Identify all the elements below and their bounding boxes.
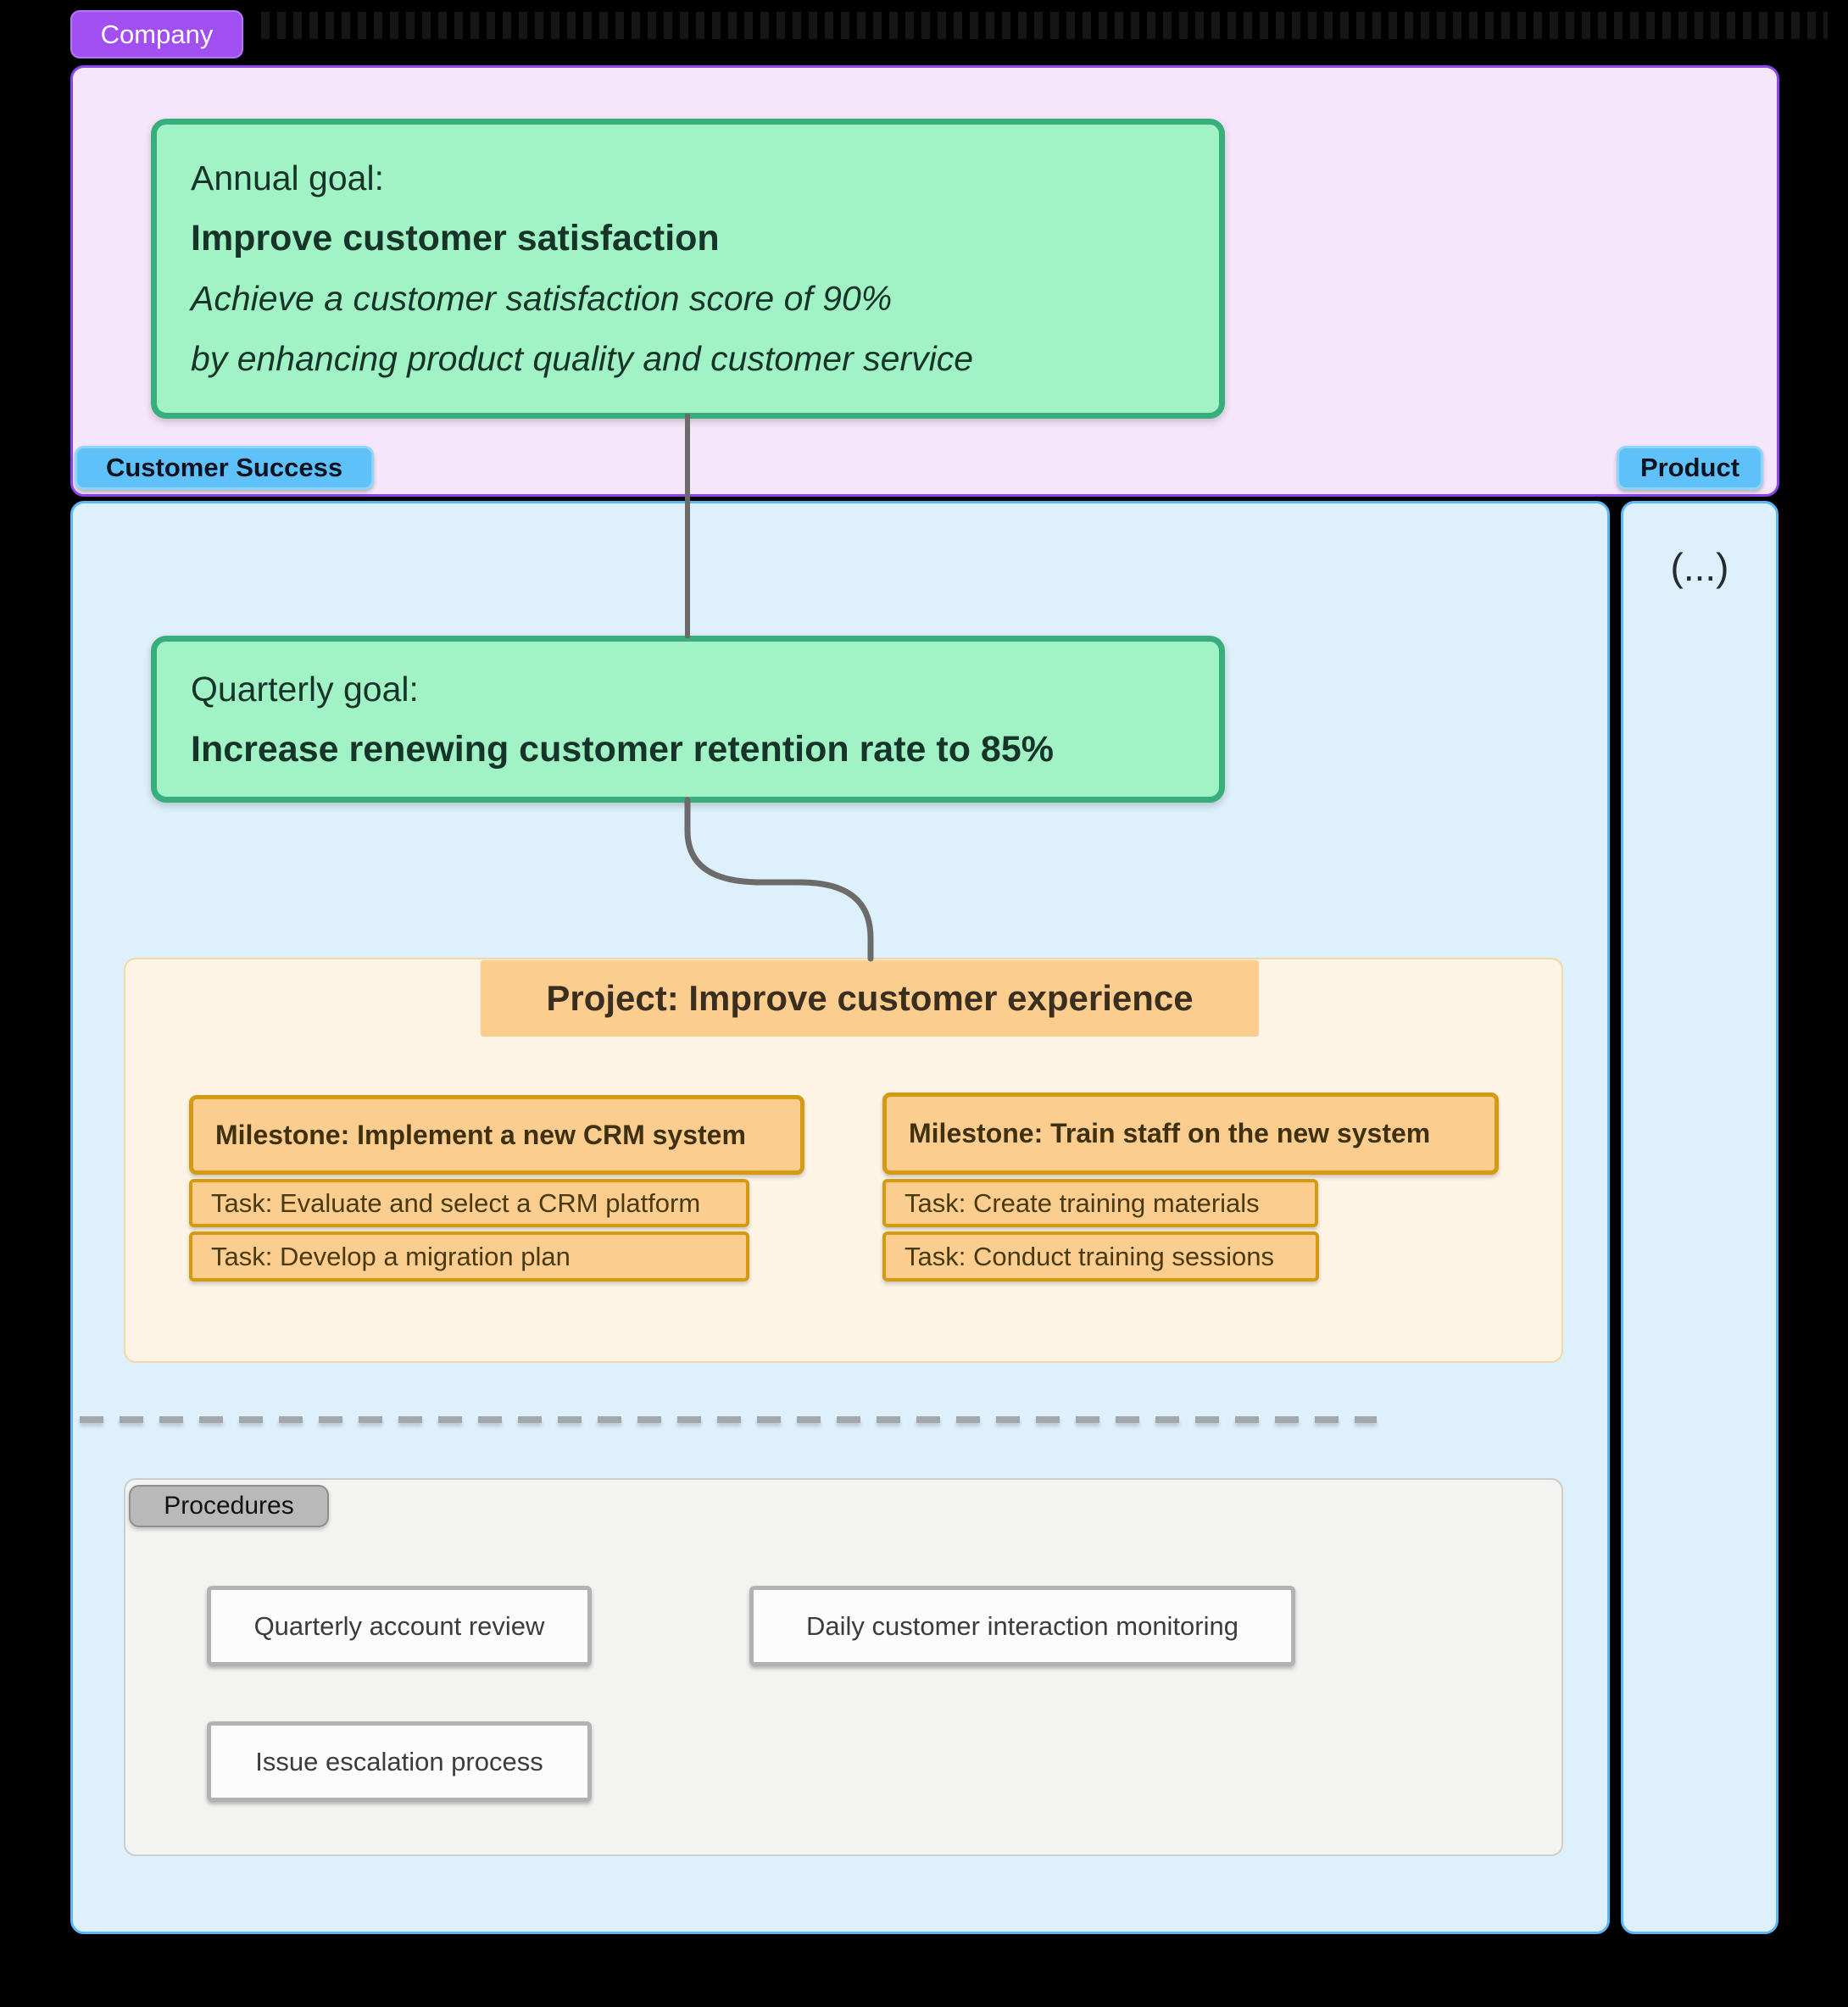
task-migration-plan-label: Task: Develop a migration plan — [211, 1241, 571, 1271]
quarterly-goal-title: Quarterly goal: — [191, 669, 419, 709]
milestone-node-crm[interactable]: Milestone: Implement a new CRM system — [189, 1095, 804, 1175]
customer-success-badge[interactable]: Customer Success — [75, 446, 374, 490]
project-title-label: Project: Improve customer experience — [546, 978, 1194, 1018]
product-collapsed-placeholder: (...) — [1670, 545, 1729, 589]
procedure-node-issue-escalation[interactable]: Issue escalation process — [207, 1721, 592, 1802]
task-node-migration-plan[interactable]: Task: Develop a migration plan — [189, 1231, 749, 1281]
product-column[interactable]: (...) — [1621, 501, 1778, 1934]
procedure-daily-monitoring-label: Daily customer interaction monitoring — [806, 1610, 1238, 1641]
product-label: Product — [1639, 453, 1740, 482]
procedure-issue-escalation-label: Issue escalation process — [255, 1746, 543, 1776]
task-training-sessions-label: Task: Conduct training sessions — [905, 1241, 1274, 1271]
barcode-strip-decoration — [261, 12, 1828, 39]
milestone-train-staff-label: Milestone: Train staff on the new system — [909, 1118, 1431, 1148]
product-badge[interactable]: Product — [1617, 446, 1763, 490]
annual-goal-node[interactable]: Annual goal: Improve customer satisfacti… — [151, 119, 1225, 419]
procedure-node-quarterly-review[interactable]: Quarterly account review — [207, 1586, 592, 1666]
company-badge[interactable]: Company — [70, 10, 243, 58]
task-node-training-sessions[interactable]: Task: Conduct training sessions — [882, 1231, 1319, 1281]
annual-goal-desc-line1: Achieve a customer satisfaction score of… — [191, 279, 893, 318]
section-divider-dashed — [80, 1416, 1377, 1423]
customer-success-label: Customer Success — [105, 453, 343, 482]
procedures-label: Procedures — [164, 1492, 294, 1520]
company-badge-label: Company — [100, 19, 214, 49]
task-node-training-materials[interactable]: Task: Create training materials — [882, 1179, 1318, 1227]
project-title-node[interactable]: Project: Improve customer experience — [481, 960, 1259, 1037]
procedure-quarterly-review-label: Quarterly account review — [253, 1610, 545, 1641]
milestone-node-train-staff[interactable]: Milestone: Train staff on the new system — [882, 1092, 1499, 1175]
task-evaluate-crm-label: Task: Evaluate and select a CRM platform — [211, 1187, 701, 1218]
task-node-evaluate-crm[interactable]: Task: Evaluate and select a CRM platform — [189, 1179, 749, 1227]
quarterly-goal-node[interactable]: Quarterly goal: Increase renewing custom… — [151, 636, 1225, 803]
annual-goal-desc-line2: by enhancing product quality and custome… — [191, 339, 974, 378]
procedures-badge[interactable]: Procedures — [129, 1485, 329, 1527]
annual-goal-name: Improve customer satisfaction — [191, 218, 720, 259]
milestone-crm-label: Milestone: Implement a new CRM system — [215, 1119, 746, 1150]
task-training-materials-label: Task: Create training materials — [905, 1187, 1260, 1218]
procedure-node-daily-monitoring[interactable]: Daily customer interaction monitoring — [749, 1586, 1295, 1666]
annual-goal-title: Annual goal: — [191, 158, 384, 197]
quarterly-goal-name: Increase renewing customer retention rat… — [191, 728, 1054, 770]
